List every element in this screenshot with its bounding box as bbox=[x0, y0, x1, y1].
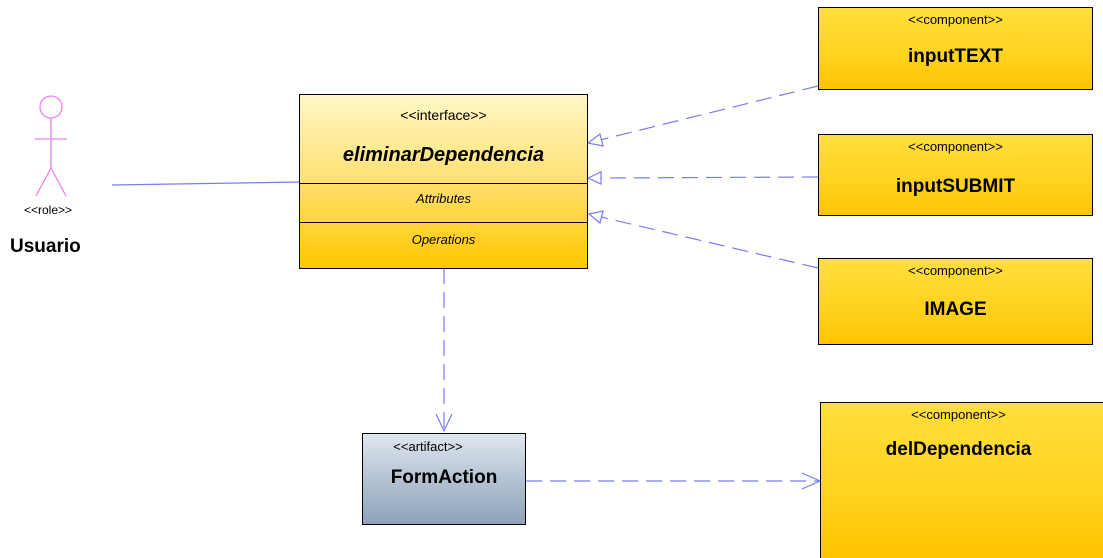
actor-name: Usuario bbox=[10, 236, 81, 257]
component-inputsubmit-stereotype: <<component>> bbox=[908, 139, 1003, 154]
realization-image-line bbox=[600, 216, 819, 269]
component-image[interactable]: <<component>> IMAGE bbox=[818, 258, 1093, 345]
component-deldependencia[interactable]: <<component>> delDependencia bbox=[820, 402, 1103, 558]
component-image-stereotype: <<component>> bbox=[908, 263, 1003, 278]
realization-image-arrowhead bbox=[587, 210, 604, 225]
realization-inputtext-line bbox=[599, 85, 819, 141]
component-inputtext[interactable]: <<component>> inputTEXT bbox=[818, 7, 1093, 90]
actor-left-leg bbox=[35, 167, 52, 197]
realization-inputtext-arrowhead bbox=[586, 132, 604, 147]
actor-stick-figure[interactable] bbox=[28, 94, 72, 200]
component-deldependencia-stereotype: <<component>> bbox=[911, 407, 1006, 422]
component-deldependencia-name: delDependencia bbox=[885, 439, 1032, 460]
interface-name: eliminarDependencia bbox=[342, 144, 545, 166]
artifact-name: FormAction bbox=[390, 467, 498, 488]
component-inputsubmit-name: inputSUBMIT bbox=[895, 176, 1016, 197]
dependency-interface-artifact-arrowhead bbox=[435, 413, 453, 433]
realization-inputsubmit-line bbox=[599, 176, 819, 179]
artifact-formaction[interactable]: <<artifact>> FormAction bbox=[362, 433, 526, 525]
component-inputtext-stereotype: <<component>> bbox=[908, 12, 1003, 27]
interface-divider-operations bbox=[300, 222, 587, 223]
interface-stereotype: <<interface>> bbox=[400, 107, 487, 123]
component-image-name: IMAGE bbox=[924, 299, 987, 320]
component-inputtext-name: inputTEXT bbox=[908, 46, 1003, 67]
interface-attributes-compartment: Attributes bbox=[416, 191, 471, 206]
actor-association-line bbox=[111, 181, 301, 186]
interface-operations-compartment: Operations bbox=[411, 232, 476, 247]
realization-inputsubmit-arrowhead bbox=[586, 171, 602, 185]
interface-eliminardependencia[interactable]: <<interface>> eliminarDependencia Attrib… bbox=[299, 94, 588, 269]
actor-right-leg bbox=[50, 167, 67, 197]
component-inputsubmit[interactable]: <<component>> inputSUBMIT bbox=[818, 134, 1093, 216]
artifact-stereotype: <<artifact>> bbox=[393, 439, 463, 454]
actor-stereotype: <<role>> bbox=[23, 203, 73, 217]
interface-divider-attributes bbox=[300, 183, 587, 184]
actor-head bbox=[39, 95, 63, 119]
